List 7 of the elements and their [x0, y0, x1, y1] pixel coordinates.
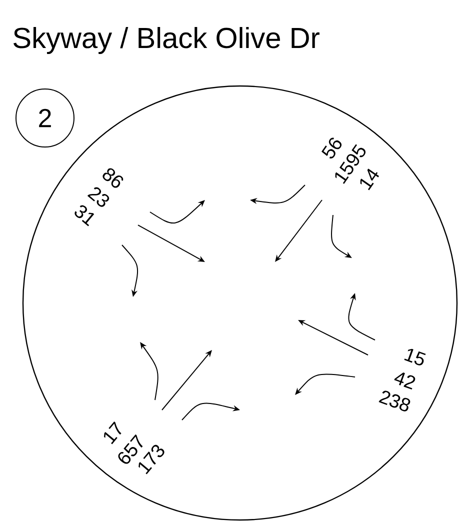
volume-count: 23: [87, 187, 110, 207]
volume-count: 86: [102, 168, 124, 188]
volume-count: 42: [394, 372, 416, 390]
volume-count: 15: [404, 348, 426, 366]
title: Skyway / Black Olive Dr: [14, 27, 320, 54]
volume-count: 31: [74, 205, 94, 226]
volume-count: 238: [378, 390, 410, 412]
